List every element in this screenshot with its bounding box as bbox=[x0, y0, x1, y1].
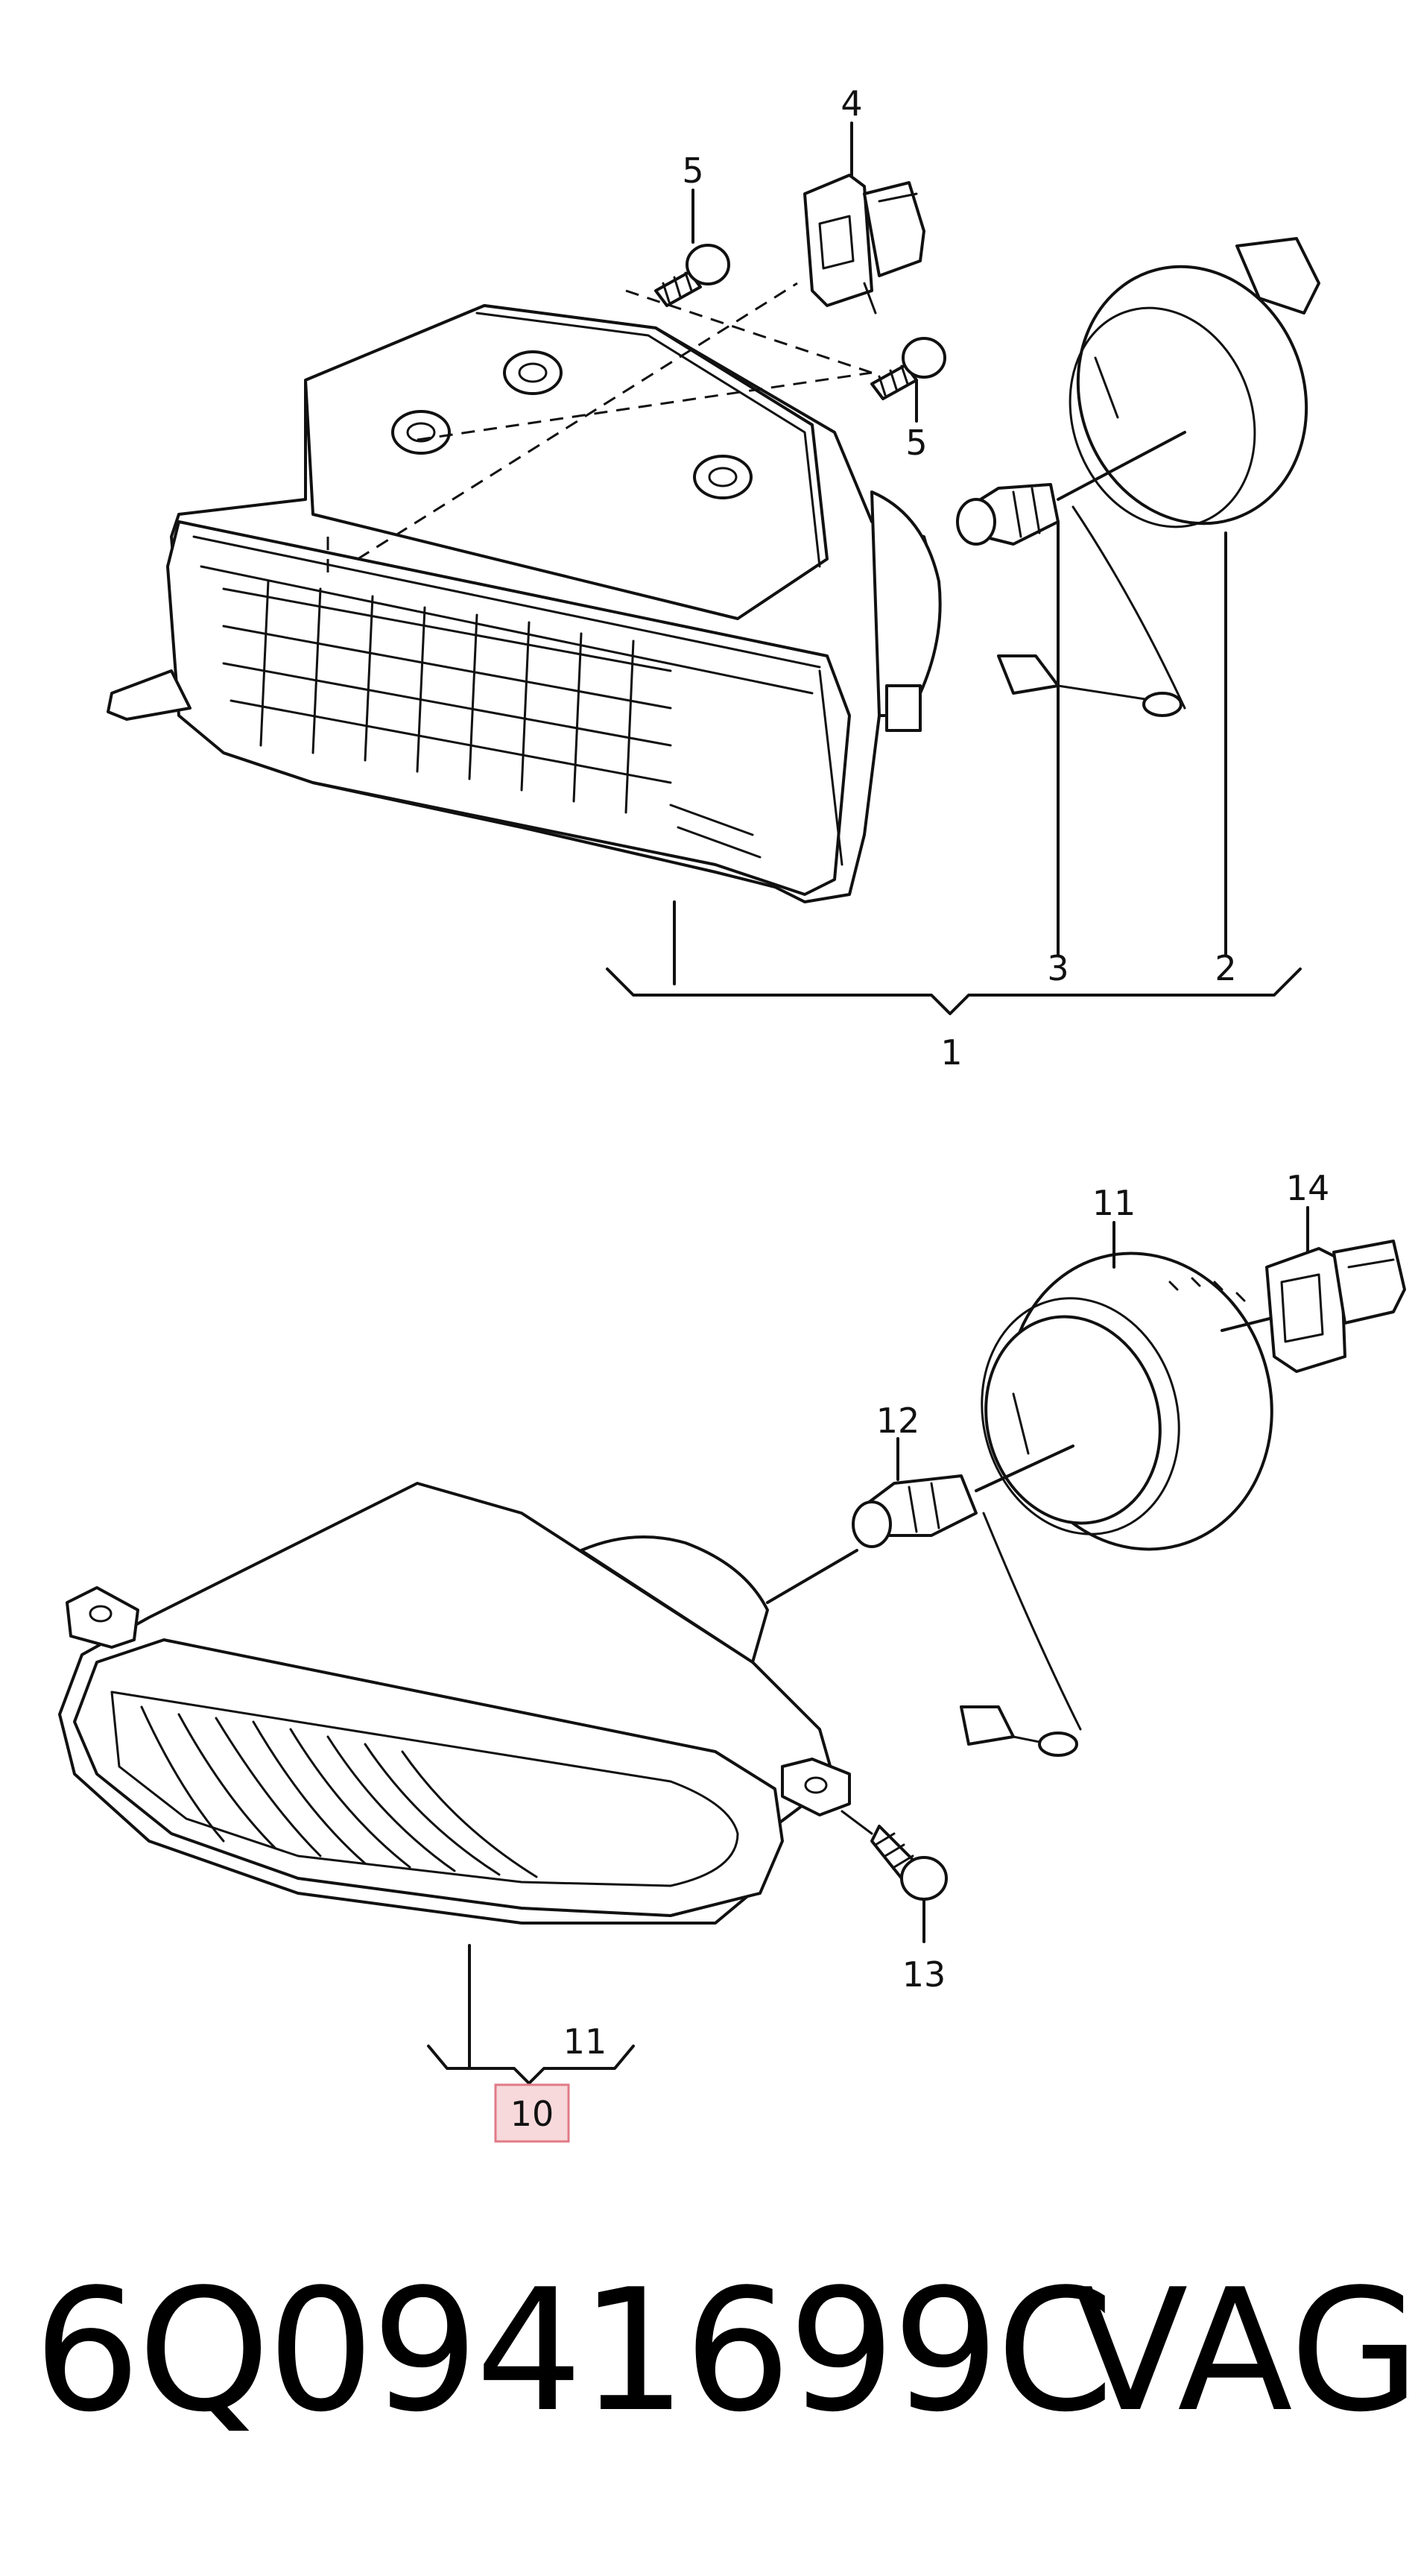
screw-5-mid bbox=[870, 337, 946, 423]
callout-11-top: 11 bbox=[1092, 1183, 1136, 1223]
screw-13 bbox=[841, 1810, 948, 1943]
callout-12: 12 bbox=[876, 1401, 920, 1441]
part-number: 6Q0941699C bbox=[34, 2253, 1114, 2449]
connector-4 bbox=[803, 121, 925, 315]
bulb-3 bbox=[956, 431, 1186, 956]
upper-lamp-assembly bbox=[107, 282, 942, 903]
screw-5-top bbox=[654, 189, 730, 307]
callout-13: 13 bbox=[902, 1954, 946, 1995]
connector-14 bbox=[1265, 1206, 1406, 1373]
callout-5-mid: 5 bbox=[905, 423, 927, 463]
callout-11-bottom: 11 bbox=[563, 2021, 607, 2062]
callout-3: 3 bbox=[1047, 948, 1069, 988]
callout-4: 4 bbox=[841, 83, 862, 124]
callout-10: 10 bbox=[510, 2094, 554, 2134]
bracket-10 bbox=[427, 2045, 635, 2085]
brand-name: VAG bbox=[1073, 2253, 1415, 2449]
callout-2: 2 bbox=[1215, 948, 1236, 988]
callout-1: 1 bbox=[940, 1032, 962, 1073]
bulb-cap-2 bbox=[1069, 237, 1320, 956]
callout-14: 14 bbox=[1286, 1168, 1330, 1208]
fog-lamp-10 bbox=[58, 1482, 851, 1925]
bracket-1 bbox=[606, 967, 1302, 1015]
cap-11 bbox=[981, 1221, 1298, 1551]
bulb-12 bbox=[766, 1437, 1082, 1757]
callout-5-top: 5 bbox=[682, 151, 703, 191]
highlight-box-10 bbox=[494, 2083, 570, 2143]
